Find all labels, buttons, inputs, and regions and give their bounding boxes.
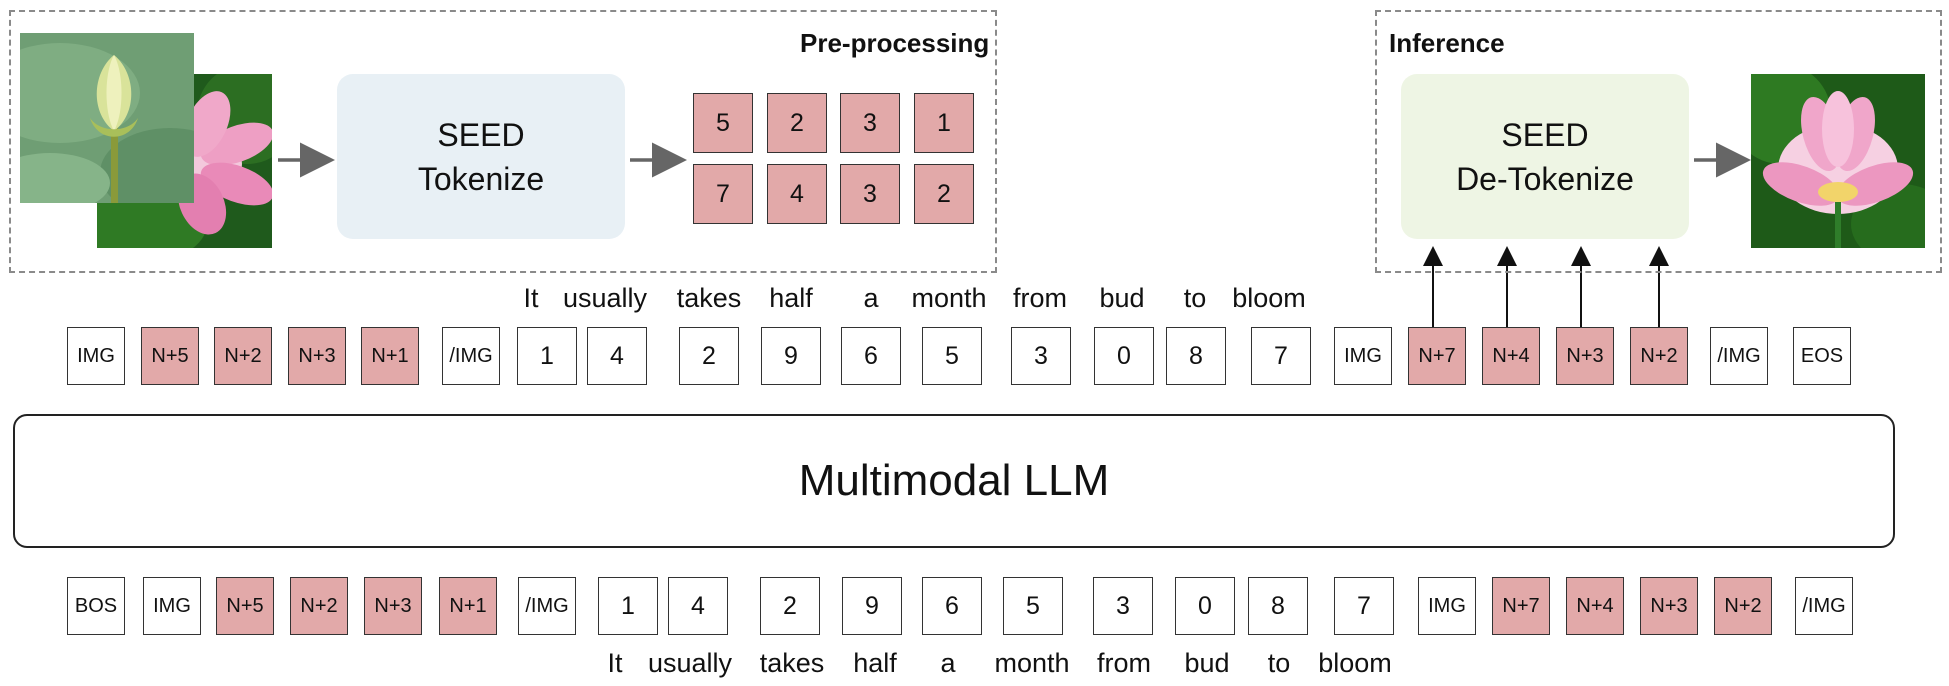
grid-token: 3	[840, 164, 900, 224]
input-word: bud	[1184, 648, 1230, 678]
lotus-output-image	[1751, 74, 1925, 248]
output-token: 8	[1166, 327, 1226, 385]
tokenizer-line1: SEED	[437, 116, 525, 153]
grid-token: 5	[693, 93, 753, 153]
grid-token: 1	[914, 93, 974, 153]
output-token: N+5	[141, 327, 199, 385]
detokenizer-line2: De-Tokenize	[1456, 160, 1634, 197]
input-token: 0	[1175, 577, 1235, 635]
detokenizer-line1: SEED	[1501, 116, 1589, 153]
output-word: usually	[562, 283, 648, 313]
input-word: to	[1267, 648, 1291, 678]
output-token: 6	[841, 327, 901, 385]
output-token: 2	[679, 327, 739, 385]
output-token: /IMG	[442, 327, 500, 385]
tokenizer-line2: Tokenize	[417, 160, 545, 197]
grid-token: 2	[914, 164, 974, 224]
seed-detokenize-panel: SEED De-Tokenize	[1401, 74, 1689, 239]
input-word: a	[940, 648, 956, 678]
input-token: 6	[922, 577, 982, 635]
input-token: N+7	[1492, 577, 1550, 635]
grid-token: 3	[840, 93, 900, 153]
preprocessing-label: Pre-processing	[800, 28, 990, 58]
input-token: N+3	[364, 577, 422, 635]
input-token: BOS	[67, 577, 125, 635]
output-token: EOS	[1793, 327, 1851, 385]
output-token: 9	[761, 327, 821, 385]
grid-token: 7	[693, 164, 753, 224]
output-word: half	[769, 283, 813, 313]
input-token: 2	[760, 577, 820, 635]
output-token: N+4	[1482, 327, 1540, 385]
input-token: N+1	[439, 577, 497, 635]
grid-token: 4	[767, 164, 827, 224]
output-token: N+2	[214, 327, 272, 385]
output-token: N+1	[361, 327, 419, 385]
input-token: IMG	[1418, 577, 1476, 635]
output-token: N+2	[1630, 327, 1688, 385]
input-token: N+2	[290, 577, 348, 635]
output-word: bloom	[1232, 283, 1306, 313]
output-token: N+3	[288, 327, 346, 385]
input-token: 7	[1334, 577, 1394, 635]
input-word: month	[994, 648, 1070, 678]
output-token: IMG	[67, 327, 125, 385]
input-word: takes	[759, 648, 825, 678]
output-token: 5	[922, 327, 982, 385]
inference-region	[1375, 10, 1942, 273]
output-token: 7	[1251, 327, 1311, 385]
grid-token: 2	[767, 93, 827, 153]
output-word: month	[911, 283, 987, 313]
output-word: from	[1013, 283, 1067, 313]
output-token: N+3	[1556, 327, 1614, 385]
output-word: a	[863, 283, 879, 313]
input-token: 1	[598, 577, 658, 635]
input-word: from	[1097, 648, 1151, 678]
input-token: 3	[1093, 577, 1153, 635]
input-token: IMG	[143, 577, 201, 635]
lotus-bud-image	[20, 33, 194, 203]
output-token: N+7	[1408, 327, 1466, 385]
output-token: /IMG	[1710, 327, 1768, 385]
output-word: bud	[1099, 283, 1145, 313]
output-word: to	[1183, 283, 1207, 313]
input-token: 8	[1248, 577, 1308, 635]
multimodal-llm-box: Multimodal LLM	[13, 414, 1895, 548]
output-token: IMG	[1334, 327, 1392, 385]
preprocessing-region	[9, 10, 997, 273]
output-word: It	[523, 283, 539, 313]
input-token: N+2	[1714, 577, 1772, 635]
input-token: N+4	[1566, 577, 1624, 635]
llm-label: Multimodal LLM	[798, 456, 1110, 505]
input-token: N+3	[1640, 577, 1698, 635]
inference-label: Inference	[1389, 28, 1505, 58]
input-token: /IMG	[1795, 577, 1853, 635]
input-word: usually	[647, 648, 733, 678]
input-word: bloom	[1318, 648, 1392, 678]
output-token: 1	[517, 327, 577, 385]
output-token: 4	[587, 327, 647, 385]
input-word: half	[853, 648, 897, 678]
input-word: It	[607, 648, 623, 678]
seed-tokenize-panel: SEED Tokenize	[337, 74, 625, 239]
input-token: 5	[1003, 577, 1063, 635]
output-token: 3	[1011, 327, 1071, 385]
input-token: 9	[842, 577, 902, 635]
input-token: N+5	[216, 577, 274, 635]
input-token: /IMG	[518, 577, 576, 635]
output-word: takes	[676, 283, 742, 313]
input-token: 4	[668, 577, 728, 635]
output-token: 0	[1094, 327, 1154, 385]
